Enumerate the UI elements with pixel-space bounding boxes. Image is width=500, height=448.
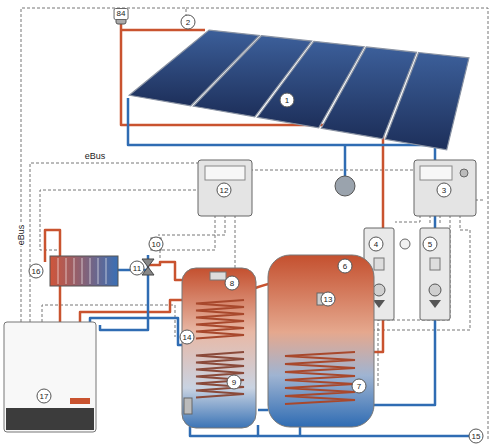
bus-label: eBus xyxy=(17,224,26,247)
callout-number: 15 xyxy=(469,429,484,444)
anode xyxy=(210,272,226,280)
hot-water-tank xyxy=(182,268,256,428)
pump-station-5 xyxy=(420,228,450,320)
part-number: 84 xyxy=(114,8,129,20)
expansion-vessel xyxy=(335,176,355,196)
coil-winding xyxy=(196,352,244,398)
collector-flow-pipe xyxy=(121,29,205,32)
callout-number: 9 xyxy=(227,375,242,390)
collector-panel xyxy=(385,53,469,150)
controller-3 xyxy=(414,160,476,216)
radiator xyxy=(50,256,118,286)
solar-tank xyxy=(268,255,374,427)
callout-number: 2 xyxy=(181,15,196,30)
callout-number: 8 xyxy=(225,276,240,291)
callout-number: 13 xyxy=(321,292,336,307)
callout-number: 3 xyxy=(437,183,452,198)
solar-coil xyxy=(285,352,355,404)
callout-number: 17 xyxy=(37,389,52,404)
coil-winding xyxy=(285,352,355,404)
callout-number: 6 xyxy=(338,259,353,274)
solar-collectors xyxy=(129,30,469,150)
callout-number: 1 xyxy=(280,93,295,108)
callout-number: 11 xyxy=(130,261,145,276)
bus-label: eBus xyxy=(84,152,107,161)
flow-meter xyxy=(400,239,410,249)
callout-number: 14 xyxy=(180,330,195,345)
heating-coils xyxy=(196,300,244,398)
callout-number: 7 xyxy=(352,379,367,394)
hot-water-outlet xyxy=(148,262,185,280)
controller-12 xyxy=(198,160,252,216)
callout-number: 16 xyxy=(29,264,44,279)
gas-boiler xyxy=(4,322,96,432)
callout-number: 10 xyxy=(149,237,164,252)
callout-number: 4 xyxy=(369,237,384,252)
coil-winding xyxy=(196,300,244,339)
expansion-pipe xyxy=(344,145,347,176)
callout-number: 12 xyxy=(217,183,232,198)
inspection-flange xyxy=(184,398,192,414)
callout-number: 5 xyxy=(423,237,438,252)
transfer-return-pipe xyxy=(258,409,268,412)
